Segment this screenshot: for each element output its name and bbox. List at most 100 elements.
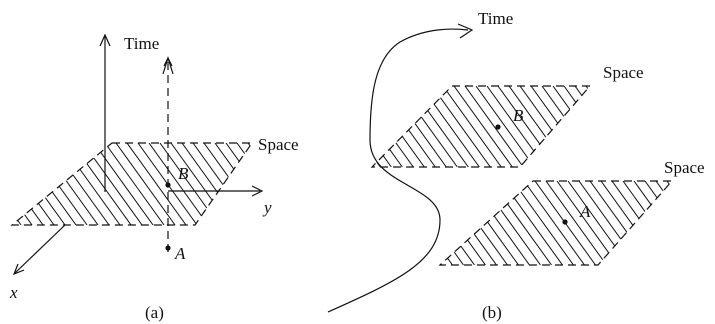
hatch-line [552, 86, 590, 167]
hatch-line [464, 86, 524, 167]
space-label-a: Space [258, 135, 299, 154]
hatch-line [523, 181, 585, 265]
hatch-line [372, 86, 392, 167]
hatch-line [38, 143, 99, 225]
point-b-label-a: B [178, 164, 189, 183]
hatch-line [633, 181, 672, 265]
hatch-line [440, 181, 442, 265]
hatch-line [16, 143, 77, 225]
hatch-line [192, 143, 252, 225]
hatch-line [203, 143, 252, 225]
hatch-line [225, 143, 252, 225]
hatch-line [490, 181, 552, 265]
point-a-a [165, 245, 171, 251]
hatch-line [126, 143, 187, 225]
hatch-line [93, 143, 154, 225]
hatch-line [446, 181, 508, 265]
panel-b: Time B A Space Space (b) [300, 9, 715, 322]
hatch-line [501, 181, 563, 265]
x-axis-arrowhead [12, 263, 25, 276]
hatch-line [431, 86, 491, 167]
hatch-line [678, 181, 715, 265]
time-label-a: Time [124, 34, 159, 53]
space-plane-b-upper-hatching [300, 86, 655, 167]
hatch-line [420, 86, 480, 167]
hatch-line [622, 181, 672, 265]
hatch-line [457, 181, 519, 265]
space-plane-a [0, 142, 254, 226]
hatch-line [60, 143, 121, 225]
hatch-line [442, 86, 502, 167]
point-a-label-b: A [579, 202, 591, 221]
hatch-line [497, 86, 557, 167]
hatch-line [479, 181, 541, 265]
hatch-line [27, 143, 88, 225]
time-label-b: Time [478, 9, 513, 28]
hatch-line [49, 143, 110, 225]
hatch-line [82, 143, 143, 225]
hatch-line [508, 86, 568, 167]
hatch-line [475, 86, 535, 167]
caption-a: (a) [145, 303, 164, 322]
point-a-b [562, 219, 568, 225]
hatch-line [541, 86, 590, 167]
time-worldline-b [327, 28, 469, 313]
hatch-line [597, 86, 655, 167]
hatch-line [104, 143, 165, 225]
hatch-line [387, 86, 447, 167]
hatch-line [372, 86, 425, 167]
hatch-line [556, 181, 618, 265]
space-plane-a-outline [10, 142, 254, 226]
hatch-line [0, 143, 10, 225]
space-label-b-upper: Space [603, 63, 644, 82]
space-plane-b-upper-outline [370, 85, 592, 168]
hatch-line [71, 143, 132, 225]
time-axis-a-arrowhead [99, 33, 111, 47]
space-plane-b-lower-outline [438, 180, 674, 266]
panel-a: Time x y B A Space (a) [0, 33, 299, 322]
caption-b: (b) [482, 303, 502, 322]
worldline-a-arrowhead-inner [163, 56, 173, 67]
hatch-line [148, 143, 209, 225]
hatch-line [12, 143, 22, 225]
space-plane-a-hatching [0, 143, 252, 225]
hatch-line [468, 181, 530, 265]
hatch-line [247, 143, 252, 225]
hatch-line [512, 181, 574, 265]
hatch-line [440, 181, 486, 265]
hatch-line [376, 86, 436, 167]
hatch-line [567, 181, 629, 265]
hatch-line [585, 86, 590, 167]
y-axis-arrowhead [251, 185, 264, 197]
hatch-line [655, 181, 672, 265]
hatch-line [589, 181, 651, 265]
x-axis [14, 224, 66, 274]
hatch-line [170, 143, 231, 225]
hatch-line [440, 181, 475, 265]
hatch-line [409, 86, 469, 167]
hatch-line [545, 181, 607, 265]
point-a-label-a: A [174, 244, 186, 263]
hatch-line [453, 86, 513, 167]
hatch-line [398, 86, 458, 167]
hatch-line [440, 181, 464, 265]
y-axis-label: y [262, 198, 272, 217]
hatch-line [644, 181, 672, 265]
hatch-line [311, 86, 369, 167]
hatch-line [611, 181, 672, 265]
point-b-a [165, 182, 171, 188]
hatch-line [530, 86, 590, 167]
x-axis-label: x [9, 283, 18, 302]
point-b-label-b: B [513, 106, 524, 125]
hatch-line [372, 86, 381, 167]
hatch-line [563, 86, 590, 167]
hatch-line [574, 86, 590, 167]
space-plane-b-upper [300, 85, 655, 168]
hatch-line [300, 86, 358, 167]
hatch-line [12, 143, 44, 225]
hatch-line [440, 181, 497, 265]
hatch-line [600, 181, 662, 265]
hatch-line [115, 143, 176, 225]
hatch-line [666, 181, 672, 265]
